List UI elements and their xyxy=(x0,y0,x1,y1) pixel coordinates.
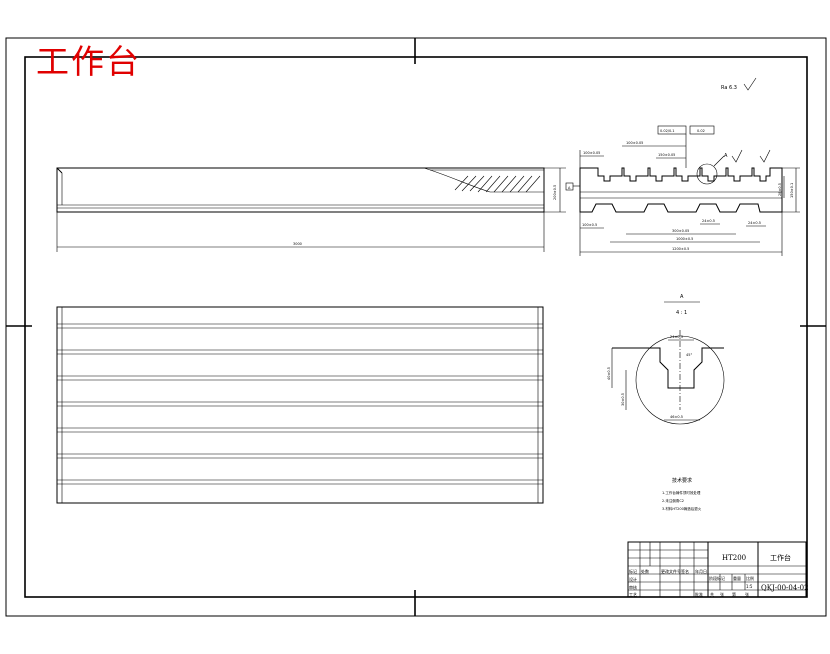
svg-text:A: A xyxy=(724,153,728,159)
drawing-frame xyxy=(24,56,808,598)
svg-text:150±0.05: 150±0.05 xyxy=(658,153,675,157)
svg-text:30±0.5: 30±0.5 xyxy=(621,393,625,406)
svg-text:2.未注倒角C2: 2.未注倒角C2 xyxy=(662,498,684,503)
title-block-material: HT200 xyxy=(722,554,746,562)
svg-text:150±0.1: 150±0.1 xyxy=(790,183,794,198)
svg-text:更改文件号: 更改文件号 xyxy=(661,568,681,574)
svg-text:300±0.05: 300±0.05 xyxy=(672,229,689,233)
svg-text:40±0.5: 40±0.5 xyxy=(607,367,611,380)
svg-text:0.02/0.1: 0.02/0.1 xyxy=(660,129,675,133)
front-view: 200±0.5 3000 xyxy=(56,167,566,252)
front-height-dim: 200±0.5 xyxy=(553,185,557,200)
svg-text:工艺: 工艺 xyxy=(629,592,637,597)
svg-text:签名: 签名 xyxy=(681,568,689,574)
svg-text:共: 共 xyxy=(710,591,714,597)
title-block: 标记 设计 审核 工艺 处数 更改文件号 签名 年月日 批准 阶段标记 重量 比… xyxy=(627,541,809,598)
stamp-title: 工作台 xyxy=(36,42,141,81)
svg-text:24±0.3: 24±0.3 xyxy=(670,335,683,339)
svg-text:1200±0.5: 1200±0.5 xyxy=(672,247,689,251)
front-length-dim: 3000 xyxy=(293,242,302,246)
svg-text:4 : 1: 4 : 1 xyxy=(676,310,687,316)
svg-text:100±0.5: 100±0.5 xyxy=(582,223,597,227)
svg-text:1.工作台铸件须时效处理: 1.工作台铸件须时效处理 xyxy=(662,490,701,495)
title-block-drawing-no: QKJ-00-04-02 xyxy=(761,584,809,592)
svg-text:100±0.05: 100±0.05 xyxy=(583,151,600,155)
technical-requirements: 技术要求 1.工作台铸件须时效处理 2.未注倒角C2 3.材料HT200铸造后退… xyxy=(662,477,702,511)
sheet-outer-border xyxy=(5,37,827,617)
svg-text:标记: 标记 xyxy=(629,568,637,574)
svg-text:技术要求: 技术要求 xyxy=(672,477,692,484)
svg-text:第: 第 xyxy=(732,591,736,597)
section-hatching xyxy=(454,175,541,193)
svg-text:张: 张 xyxy=(720,591,724,597)
svg-text:年月日: 年月日 xyxy=(695,568,707,574)
svg-text:100±0.05: 100±0.05 xyxy=(626,141,643,145)
detail-circle-a xyxy=(696,163,718,185)
title-block-part-name: 工作台 xyxy=(770,553,791,562)
svg-text:28±0.5: 28±0.5 xyxy=(778,183,782,196)
svg-text:批准: 批准 xyxy=(695,591,703,597)
svg-text:A: A xyxy=(680,294,684,300)
svg-text:1:5: 1:5 xyxy=(746,584,753,589)
svg-text:24±0.5: 24±0.5 xyxy=(702,219,715,223)
roughness-symbol-general: Ra 6.3 xyxy=(721,77,757,91)
svg-text:A: A xyxy=(568,186,571,190)
tolerance-frame-flatness xyxy=(657,125,687,135)
svg-text:45°: 45° xyxy=(686,353,692,357)
svg-text:24±0.5: 24±0.5 xyxy=(748,221,761,225)
svg-text:Ra 6.3: Ra 6.3 xyxy=(721,85,737,91)
svg-text:比例: 比例 xyxy=(746,575,754,581)
top-view xyxy=(56,306,544,504)
svg-text:46±0.5: 46±0.5 xyxy=(670,415,683,419)
datum-a xyxy=(565,182,574,191)
svg-text:阶段标记: 阶段标记 xyxy=(709,575,725,581)
svg-text:3.材料HT200铸造后退火: 3.材料HT200铸造后退火 xyxy=(662,506,702,511)
svg-text:重量: 重量 xyxy=(733,575,741,581)
section-view: A 0.02/0.1 0.02 100±0.05 100±0.05 150±0.… xyxy=(565,125,800,256)
svg-text:设计: 设计 xyxy=(629,576,637,582)
tolerance-frame-parallel xyxy=(689,125,715,135)
detail-view-a: A 4 : 1 24±0.3 40±0.5 30±0.5 46±0.5 45° xyxy=(607,294,725,425)
svg-text:0.02: 0.02 xyxy=(697,129,705,133)
svg-text:张: 张 xyxy=(745,591,749,597)
svg-text:1000±0.5: 1000±0.5 xyxy=(676,237,693,241)
svg-text:处数: 处数 xyxy=(641,568,649,574)
svg-text:审核: 审核 xyxy=(629,584,637,590)
